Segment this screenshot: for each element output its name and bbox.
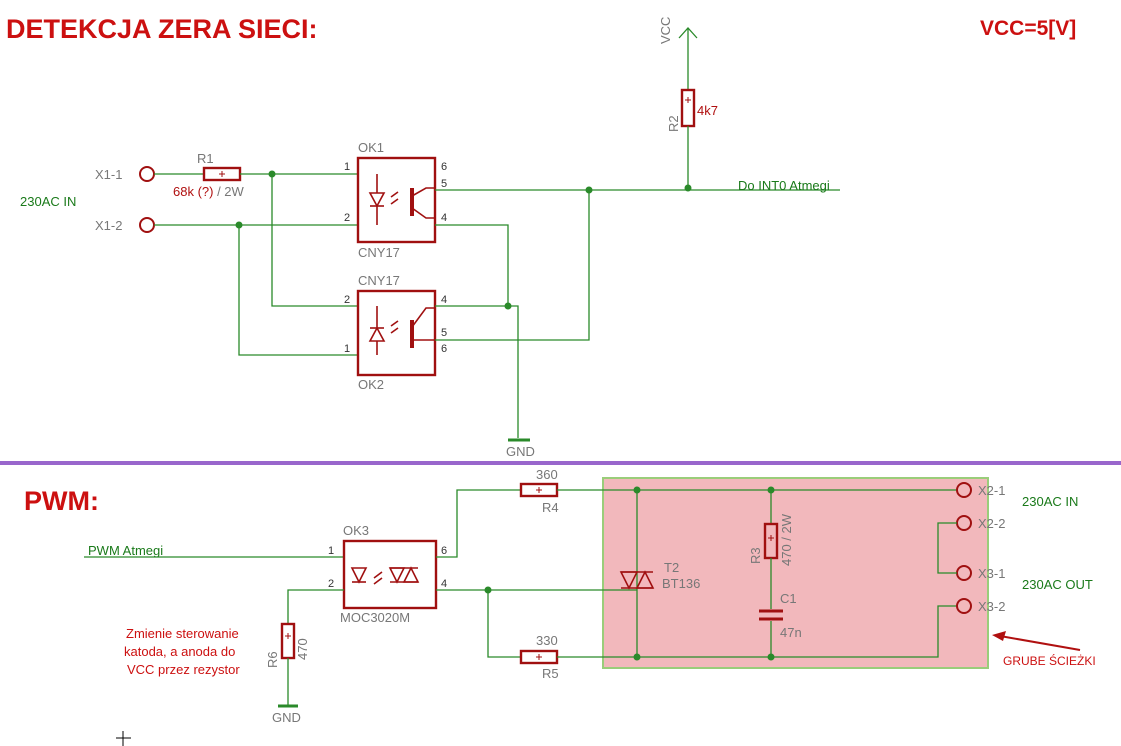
svg-text:4: 4 (441, 294, 447, 306)
svg-text:6: 6 (441, 343, 447, 355)
thick-tracks-area (602, 477, 989, 669)
cursor-crosshair (116, 731, 131, 746)
svg-text:GND: GND (506, 444, 535, 459)
title-zero-detection: DETEKCJA ZERA SIECI: (6, 14, 318, 44)
svg-text:1: 1 (328, 545, 334, 557)
x1-2-label: X1-2 (95, 218, 122, 233)
svg-text:470: 470 (295, 638, 310, 660)
capacitor-c1[interactable]: C1 47n (759, 591, 802, 640)
ok2-type: CNY17 (358, 273, 400, 288)
svg-text:BT136: BT136 (662, 576, 700, 591)
svg-text:R6: R6 (265, 651, 280, 668)
svg-text:330: 330 (536, 633, 558, 648)
ok1-name: OK1 (358, 140, 384, 155)
annotation-note: Zmienie sterowanie katoda, a anoda do VC… (124, 626, 240, 677)
connector-x1-1[interactable]: X1-1 (95, 166, 155, 182)
optocoupler-ok2[interactable]: CNY17 OK2 2 1 4 5 6 (344, 273, 447, 392)
svg-text:2: 2 (328, 578, 334, 590)
ok3-type: MOC3020M (340, 610, 410, 625)
resistor-r5[interactable]: 330 R5 (519, 633, 559, 681)
thick-tracks-arrow-icon (992, 631, 1081, 651)
vcc-label: VCC (658, 17, 673, 44)
svg-text:470 / 2W: 470 / 2W (779, 513, 794, 566)
svg-text:2: 2 (344, 212, 350, 224)
svg-text:Zmienie sterowanie: Zmienie sterowanie (126, 626, 239, 641)
svg-text:X2-2: X2-2 (978, 516, 1005, 531)
svg-text:X2-1: X2-1 (978, 483, 1005, 498)
svg-text:1: 1 (344, 343, 350, 355)
x1-1-label: X1-1 (95, 167, 122, 182)
svg-text:GND: GND (272, 710, 301, 725)
ac-in-label-top: 230AC IN (20, 194, 76, 209)
thick-tracks-label: GRUBE ŚCIEŻKI (1003, 653, 1096, 668)
svg-text:47n: 47n (780, 625, 802, 640)
connector-x1-2[interactable]: X1-2 (95, 217, 155, 233)
svg-text:1: 1 (344, 161, 350, 173)
svg-text:C1: C1 (780, 591, 797, 606)
svg-text:VCC przez rezystor: VCC przez rezystor (127, 662, 240, 677)
vcc-symbol: VCC (658, 17, 698, 90)
resistor-r4[interactable]: 360 R4 (519, 467, 559, 515)
r1-value: 68k (?) / 2W (173, 184, 245, 199)
r2-value: 4k7 (697, 103, 718, 118)
vcc-note: VCC=5[V] (980, 17, 1076, 40)
ok3-name: OK3 (343, 523, 369, 538)
svg-text:360: 360 (536, 467, 558, 482)
svg-text:katoda, a anoda do: katoda, a anoda do (124, 644, 235, 659)
svg-text:5: 5 (441, 327, 447, 339)
r2-name: R2 (666, 115, 681, 132)
svg-text:X3-1: X3-1 (978, 566, 1005, 581)
optocoupler-ok3[interactable]: OK3 MOC3020M 1 2 6 4 (328, 523, 447, 625)
svg-text:R5: R5 (542, 666, 559, 681)
optocoupler-ok1[interactable]: OK1 CNY17 1 2 6 5 4 (344, 140, 447, 260)
connector-x2-1[interactable]: X2-1 (956, 482, 1005, 498)
title-pwm: PWM: (24, 486, 99, 516)
resistor-r2[interactable]: R2 4k7 (666, 88, 718, 188)
resistor-r6[interactable]: R6 470 (265, 589, 344, 705)
ac-in-label-bottom: 230AC IN (1022, 494, 1078, 509)
pwm-input-label: PWM Atmegi (88, 543, 163, 558)
r1-name: R1 (197, 151, 214, 166)
svg-text:4: 4 (441, 578, 447, 590)
svg-text:6: 6 (441, 161, 447, 173)
ok1-type: CNY17 (358, 245, 400, 260)
resistor-r1[interactable]: R1 68k (?) / 2W (154, 151, 245, 199)
svg-text:6: 6 (441, 545, 447, 557)
triac-t2[interactable]: T2 BT136 (619, 560, 700, 591)
gnd-symbol-top: GND (506, 438, 535, 459)
ok2-name: OK2 (358, 377, 384, 392)
svg-text:5: 5 (441, 178, 447, 190)
connector-x3-2[interactable]: X3-2 (956, 598, 1005, 614)
svg-text:R3: R3 (748, 547, 763, 564)
gnd-symbol-bottom: GND (272, 704, 301, 725)
int0-label: Do INT0 Atmegi (738, 178, 830, 193)
svg-text:X3-2: X3-2 (978, 599, 1005, 614)
svg-text:2: 2 (344, 294, 350, 306)
svg-text:R4: R4 (542, 500, 559, 515)
svg-text:4: 4 (441, 212, 447, 224)
svg-text:T2: T2 (664, 560, 679, 575)
ac-out-label: 230AC OUT (1022, 577, 1093, 592)
